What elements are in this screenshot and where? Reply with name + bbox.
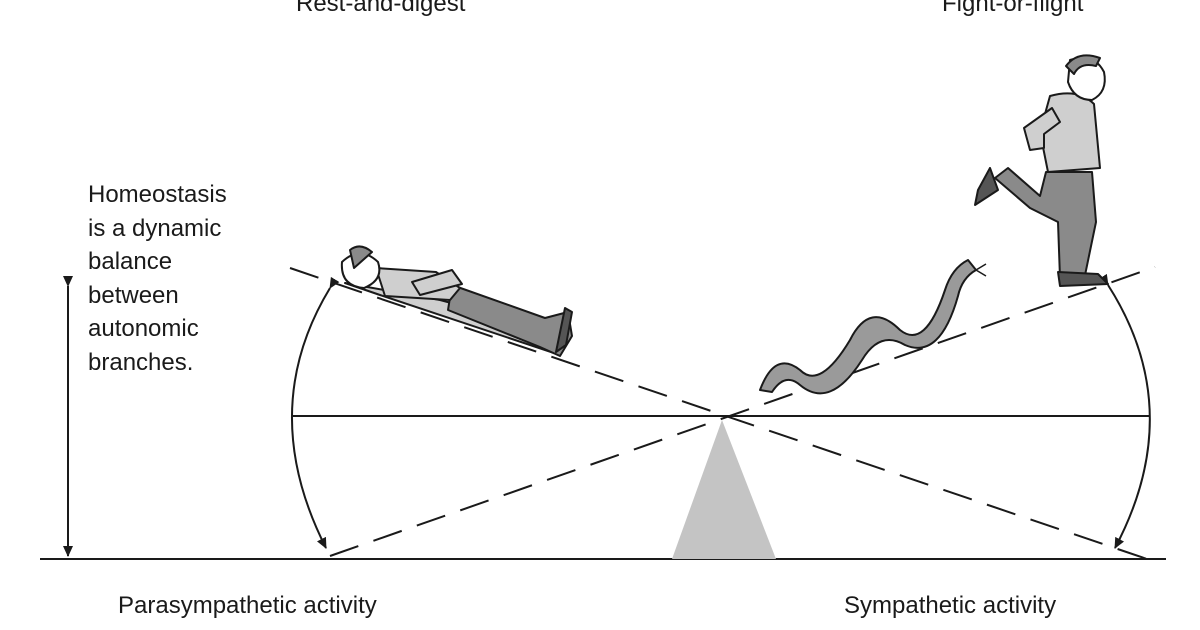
resting-person-icon	[340, 245, 573, 357]
fight-or-flight-label: Fight-or-flight	[942, 0, 1084, 17]
homeostasis-line: is a dynamic	[88, 214, 222, 242]
tilt-line-rest	[289, 267, 1151, 561]
homeostasis-text: Homeostasis is a dynamic balance between…	[88, 178, 227, 379]
rest-and-digest-label: Rest-and-digest	[296, 0, 466, 17]
parasympathetic-activity-label: Parasympathetic activity	[118, 592, 377, 619]
tilt-line-fight	[329, 266, 1156, 557]
homeostasis-line: branches.	[88, 348, 194, 376]
sympathetic-activity-label: Sympathetic activity	[844, 592, 1057, 619]
running-person-icon	[974, 54, 1109, 287]
fulcrum	[672, 420, 776, 559]
homeostasis-line: Homeostasis	[88, 181, 227, 208]
homeostasis-line: balance	[88, 248, 173, 275]
snake-icon	[759, 259, 987, 395]
right-range-arc	[1098, 273, 1151, 549]
left-range-arc	[291, 276, 340, 549]
homeostasis-line: between	[88, 281, 179, 309]
homeostasis-line: autonomic	[88, 315, 199, 342]
